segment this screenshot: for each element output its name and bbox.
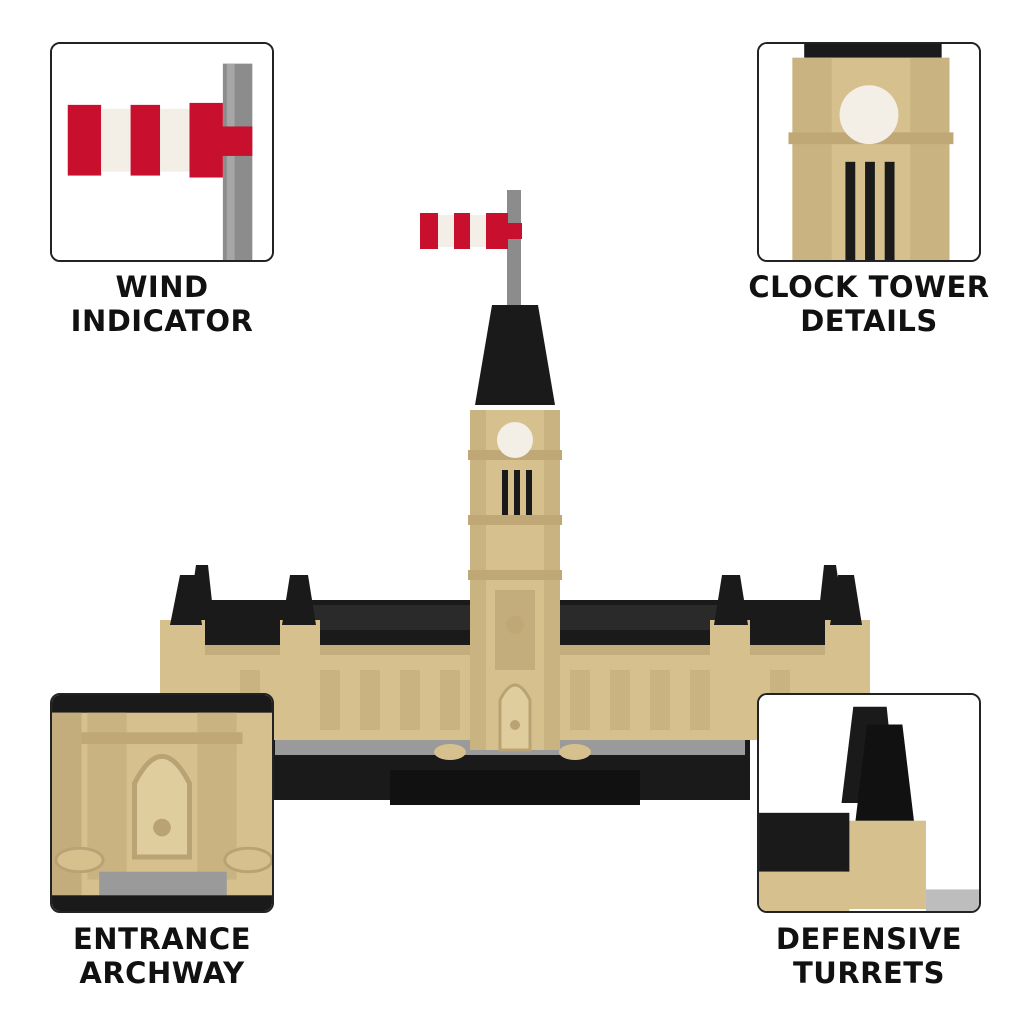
- entrance-archway-callout: [50, 693, 274, 913]
- entrance-archway-label-line1: ENTRANCE: [73, 922, 251, 956]
- defensive-turrets-label: DEFENSIVE TURRETS: [740, 922, 998, 990]
- wind-indicator-label: WIND INDICATOR: [50, 270, 274, 338]
- entrance-archway-label-line2: ARCHWAY: [79, 956, 245, 990]
- wind-indicator-closeup-image: [52, 44, 272, 260]
- clock-tower-callout: [757, 42, 981, 262]
- parliament-model-image: [160, 190, 870, 805]
- defensive-turrets-closeup-image: [759, 695, 979, 911]
- wind-indicator-label-line2: INDICATOR: [70, 304, 254, 338]
- defensive-turrets-label-line1: DEFENSIVE: [775, 922, 963, 956]
- clock-tower-label-line1: CLOCK TOWER: [748, 270, 990, 304]
- wind-indicator-label-line1: WIND: [115, 270, 209, 304]
- entrance-archway-closeup-image: [52, 695, 272, 911]
- clock-tower-label: CLOCK TOWER DETAILS: [735, 270, 1003, 338]
- defensive-turrets-label-line2: TURRETS: [793, 956, 945, 990]
- clock-tower-closeup-image: [759, 44, 979, 260]
- clock-tower-label-line2: DETAILS: [800, 304, 938, 338]
- defensive-turrets-callout: [757, 693, 981, 913]
- entrance-archway-label: ENTRANCE ARCHWAY: [40, 922, 284, 990]
- wind-indicator-callout: [50, 42, 274, 262]
